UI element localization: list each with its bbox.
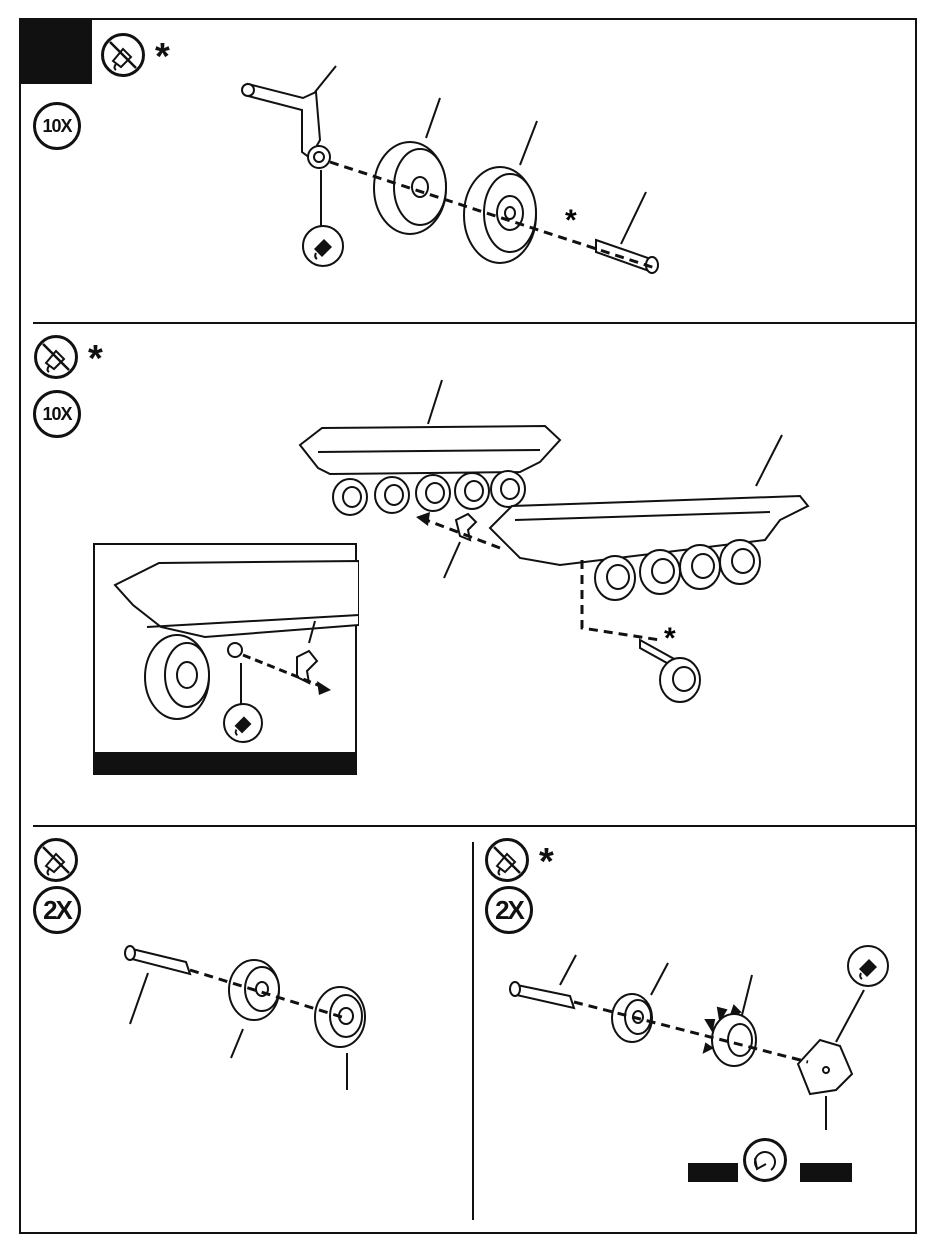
glue-tube-icon (847, 945, 889, 987)
rotate-arrow-icon (743, 1138, 787, 1182)
right-label-bar (800, 1163, 852, 1182)
left-label-bar (688, 1163, 738, 1182)
